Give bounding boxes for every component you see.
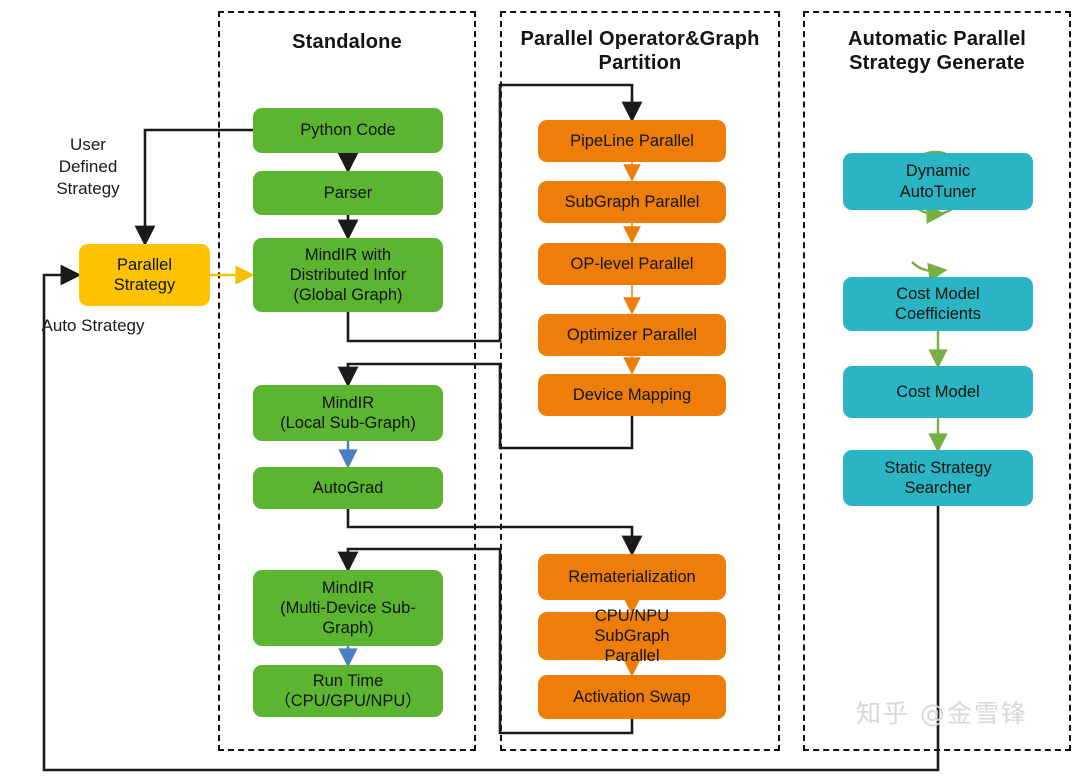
node-cost-model[interactable]: Cost Model — [843, 366, 1033, 418]
node-autograd[interactable]: AutoGrad — [253, 467, 443, 509]
node-device-mapping[interactable]: Device Mapping — [538, 374, 726, 416]
label-cpu-npu-subgraph-parallel: CPU/NPU SubGraph Parallel — [594, 606, 670, 666]
node-dynamic-autotuner[interactable]: Dynamic AutoTuner — [843, 153, 1033, 210]
node-mindir-global[interactable]: MindIR with Distributed Infor (Global Gr… — [253, 238, 443, 312]
panel-parallel-operator-graph-partition-title: Parallel Operator&Graph Partition — [520, 28, 760, 74]
panel-standalone-title: Standalone — [292, 31, 402, 53]
node-rematerialization[interactable]: Rematerialization — [538, 554, 726, 600]
node-parallel-strategy[interactable]: Parallel Strategy — [79, 244, 210, 306]
label-auto-strategy: Auto Strategy — [41, 316, 145, 335]
node-parser[interactable]: Parser — [253, 171, 443, 215]
node-subgraph-parallel[interactable]: SubGraph Parallel — [538, 181, 726, 223]
node-static-strategy-searcher[interactable]: Static Strategy Searcher — [843, 450, 1033, 506]
node-python-code[interactable]: Python Code — [253, 108, 443, 153]
label-user-defined-strategy: User Defined Strategy — [56, 135, 120, 198]
node-pipeline-parallel[interactable]: PipeLine Parallel — [538, 120, 726, 162]
watermark: 知乎 @金雪锋 — [856, 699, 1028, 728]
panel-automatic-parallel-strategy-generate-title: Automatic Parallel Strategy Generate — [847, 28, 1027, 74]
node-activation-swap[interactable]: Activation Swap — [538, 675, 726, 719]
node-cost-model-coefficients[interactable]: Cost Model Coefficients — [843, 277, 1033, 331]
node-mindir-local[interactable]: MindIR (Local Sub-Graph) — [253, 385, 443, 441]
node-run-time[interactable]: Run Time （CPU/GPU/NPU） — [253, 665, 443, 717]
node-cpu-npu-subgraph-parallel-box[interactable] — [538, 612, 726, 660]
node-op-level-parallel[interactable]: OP-level Parallel — [538, 243, 726, 285]
node-mindir-multidevice[interactable]: MindIR (Multi-Device Sub- Graph) — [253, 570, 443, 646]
node-optimizer-parallel[interactable]: Optimizer Parallel — [538, 314, 726, 356]
